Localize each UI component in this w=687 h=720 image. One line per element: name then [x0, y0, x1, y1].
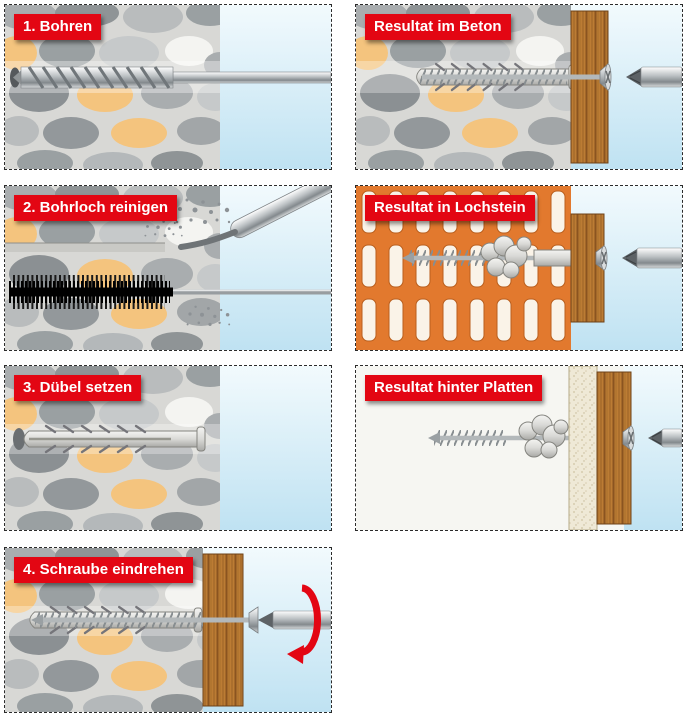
result-panel-concrete: Resultat im Beton	[355, 4, 683, 170]
screw-head	[595, 245, 608, 271]
step-4-label: 4. Schraube eindrehen	[14, 557, 193, 583]
step-2-label: 2. Bohrloch reinigen	[14, 195, 178, 221]
step-panel-2: 2. Bohrloch reinigen	[4, 185, 332, 351]
wood-plank	[570, 213, 605, 323]
step-1-illustration	[5, 5, 331, 169]
step-1-label: 1. Bohren	[14, 14, 102, 40]
anchor-knot	[480, 235, 572, 279]
blowout-pump-icon	[178, 186, 331, 250]
step-panel-1: 1. Bohren	[4, 4, 332, 170]
screwdriver-icon	[626, 66, 682, 88]
result-behind-panels-label: Resultat hinter Platten	[365, 375, 543, 401]
rotation-arrow-icon	[287, 584, 321, 664]
screwdriver-icon	[622, 247, 682, 269]
drill-bit-icon	[10, 66, 331, 89]
plasterboard	[568, 366, 598, 530]
wood-plank	[570, 10, 609, 164]
result-concrete-illustration	[356, 5, 682, 169]
anchor-knot	[518, 414, 569, 459]
step-3-label: 3. Dübel setzen	[14, 375, 142, 401]
screwdriver-icon	[648, 428, 682, 448]
wood-plank	[596, 371, 632, 525]
result-panel-behind-panels: Resultat hinter Platten	[355, 365, 683, 531]
screw-icon	[31, 606, 259, 634]
step-panel-4: 4. Schraube eindrehen	[4, 547, 332, 713]
screw-head	[622, 425, 635, 451]
result-concrete-label: Resultat im Beton	[365, 14, 511, 40]
wood-plank	[202, 553, 244, 707]
cleaning-brush-icon	[9, 275, 331, 309]
screw-icon	[420, 63, 612, 91]
result-perforated-brick-label: Resultat in Lochstein	[365, 195, 535, 221]
result-panel-perforated-brick: Resultat in Lochstein	[355, 185, 683, 351]
step-panel-3: 3. Dübel setzen	[4, 365, 332, 531]
